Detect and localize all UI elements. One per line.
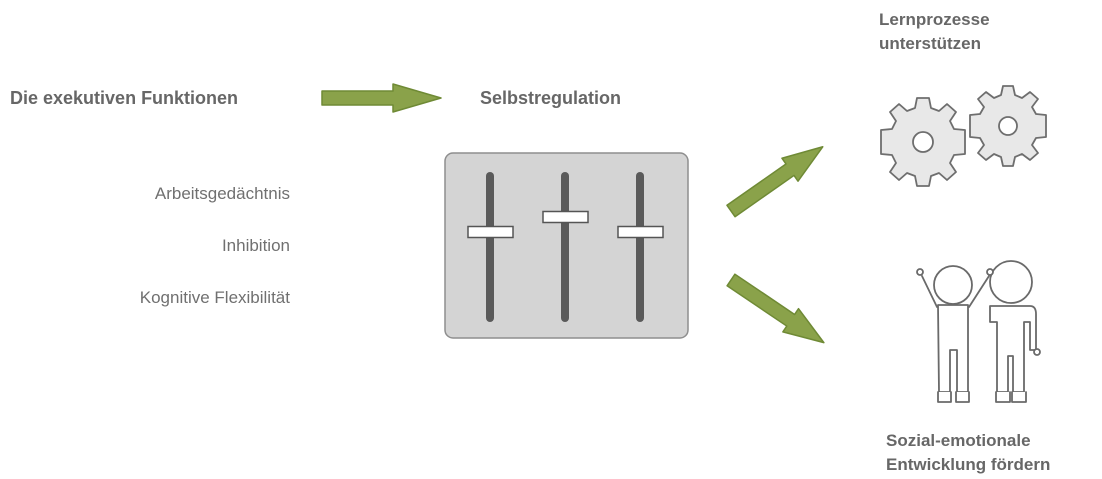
slider-1 [467,172,514,322]
function-kognitive-flexibilitaet: Kognitive Flexibilität [139,288,290,307]
arrow-to-sozial-emotional [726,273,825,344]
slider-2 [542,172,589,322]
sozial-emotional-line-2: Entwicklung fördern [886,455,1051,474]
sozial-emotional-label: Sozial-emotionale Entwicklung fördern [886,429,1050,477]
arrow-to-selbstregulation [321,83,442,113]
function-inhibition: Inhibition [221,236,290,255]
lernprozesse-line-1: Lernprozesse [879,10,990,29]
slider-track [561,172,569,322]
arrow-to-lernprozesse [726,146,824,218]
lernprozesse-line-2: unterstützen [879,34,981,53]
exekutive-funktionen-heading: Die exekutiven Funktionen [10,88,239,108]
slider-knob [617,225,664,239]
lernprozesse-label: Lernprozesse unterstützen [879,8,990,56]
slider-knob [467,225,514,239]
selbstregulation-heading: Selbstregulation [480,88,622,108]
gears-icon [880,85,1047,187]
slider-track [486,172,494,322]
function-arbeitsgedaechtnis: Arbeitsgedächtnis [154,184,290,203]
slider-3 [617,172,664,322]
sozial-emotional-line-1: Sozial-emotionale [886,431,1031,450]
people-icon [916,260,1041,403]
slider-knob [542,210,589,224]
slider-track [636,172,644,322]
